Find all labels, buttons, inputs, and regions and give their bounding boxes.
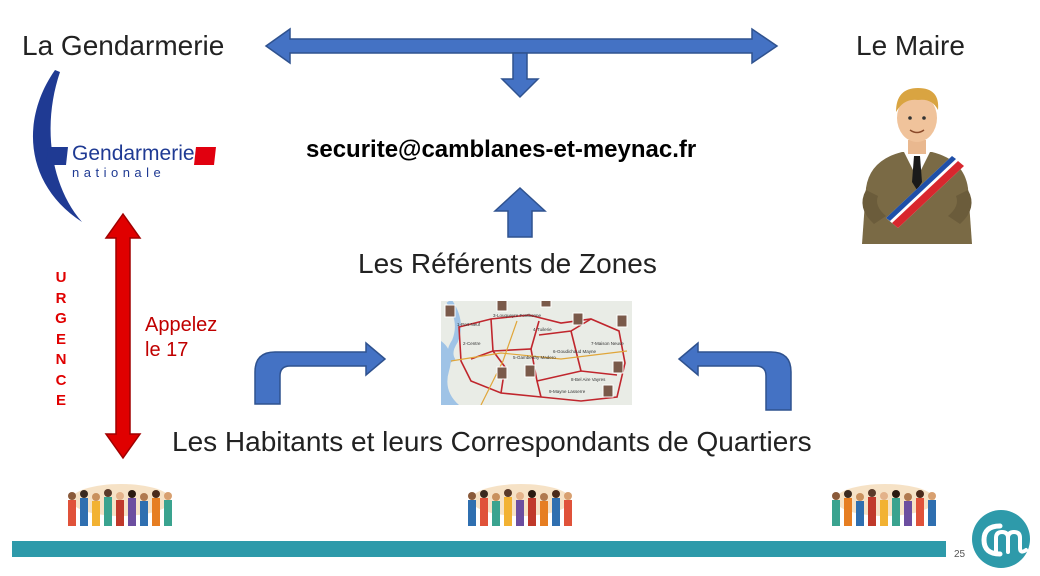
down-to-email-arrow (500, 52, 540, 99)
crowd-illustration-right (832, 484, 936, 526)
gendarmerie-logo-flag-icon (46, 147, 68, 165)
appel-17-label: Appelez le 17 (145, 314, 218, 361)
crowd-illustration-left (68, 484, 172, 526)
crowd-illustration-center (468, 484, 572, 526)
right-bent-arrow (677, 341, 792, 411)
cm-logo-icon (972, 510, 1030, 568)
map-zone-label: 9-Mayne Lasserre (549, 389, 586, 394)
page-number: 25 (954, 549, 966, 560)
map-zone-label: 3-Louqueyre Fontbonne (493, 313, 542, 318)
map-zone-label: 2-Centre (463, 341, 481, 346)
referents-to-email-arrow (493, 186, 547, 238)
left-bent-arrow (254, 341, 387, 405)
map-zone-label: 8-Bel Aire Vayres (571, 377, 606, 382)
gendarmerie-logo-red-flag-icon (194, 147, 216, 165)
footer-bar (12, 541, 946, 557)
urgence-double-arrow (104, 212, 142, 460)
urgence-vertical-label: U R G E N C E (55, 269, 67, 409)
map-zone-label: 5-Gamberthy Madero (513, 355, 556, 360)
map-river (441, 341, 459, 405)
map-zone-label: 4-Tuilerie (533, 327, 552, 332)
zones-map: 1-Port Neuf 2-Centre 3-Louqueyre Fontbon… (441, 301, 632, 405)
map-zone-label: 1-Port Neuf (457, 322, 481, 327)
gendarmerie-label: La Gendarmerie (22, 30, 225, 61)
referents-label: Les Référents de Zones (358, 248, 657, 279)
gendarmerie-maire-double-arrow (264, 27, 779, 65)
gendarmerie-logo-title: Gendarmerie (72, 142, 195, 165)
mayor-illustration (862, 88, 972, 244)
habitants-label: Les Habitants et leurs Correspondants de… (172, 426, 812, 457)
email-address: securite@camblanes-et-meynac.fr (306, 136, 697, 163)
gendarmerie-swoosh (32, 70, 82, 222)
maire-label: Le Maire (856, 30, 965, 61)
map-zone-label: 6-Goudichaud Mayne (553, 349, 597, 354)
gendarmerie-logo-subtitle: nationale (72, 165, 166, 180)
map-zone-label: 7-Maison Neuve (591, 341, 624, 346)
